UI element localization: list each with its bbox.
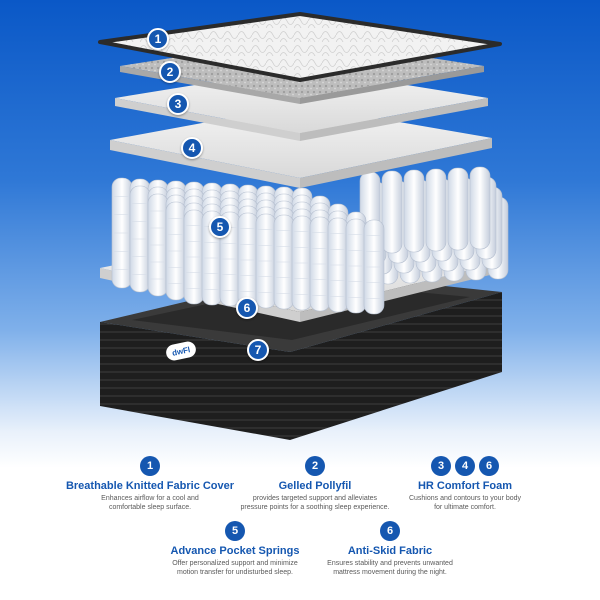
feature-title: HR Comfort Foam (417, 480, 513, 492)
layer-badge-2: 2 (159, 61, 181, 83)
layer-badge-5: 5 (209, 216, 231, 238)
feature-description-line: Enhances airflow for a cool and (101, 495, 199, 502)
spring-coil (403, 169, 425, 253)
pocket-springs-layer (111, 166, 509, 315)
feature-number: 3 (431, 456, 451, 476)
feature-number: 4 (455, 456, 475, 476)
feature-title: Gelled Pollyfil (278, 480, 352, 492)
feature-number: 2 (305, 456, 325, 476)
feature-number: 6 (479, 456, 499, 476)
feature-title: Advance Pocket Springs (170, 545, 300, 557)
feature-anti-skid-fabric: 6 Anti-Skid Fabric Ensures stability and… (300, 521, 480, 577)
feature-number: 5 (225, 521, 245, 541)
feature-description-line: motion transfer for undisturbed sleep. (177, 569, 293, 576)
feature-description-line: Cushions and contours to your body (408, 495, 522, 502)
spring-coil (425, 168, 447, 252)
feature-title: Anti-Skid Fabric (347, 545, 433, 557)
feature-description-line: mattress movement during the night. (333, 569, 447, 576)
mattress-layers-illustration (98, 12, 509, 440)
feature-title: Breathable Knitted Fabric Cover (65, 480, 235, 492)
feature-description-line: for ultimate comfort. (434, 504, 496, 511)
layer-badge-4: 4 (181, 137, 203, 159)
feature-pocket-springs: 5 Advance Pocket Springs Offer personali… (145, 521, 325, 577)
feature-hr-comfort-foam: 3 4 6 HR Comfort Foam Cushions and conto… (390, 456, 540, 512)
foam-layer-4 (110, 105, 492, 188)
feature-description-line: pressure points for a soothing sleep exp… (240, 504, 390, 511)
layer-badge-3: 3 (167, 93, 189, 115)
feature-number: 6 (380, 521, 400, 541)
feature-description-line: comfortable sleep surface. (108, 504, 192, 511)
feature-description-line: Ensures stability and prevents unwanted (327, 560, 453, 567)
spring-coil (381, 170, 403, 254)
layer-badge-7: 7 (247, 339, 269, 361)
spring-coil (469, 166, 491, 250)
feature-description-line: provides targeted support and alleviates (252, 495, 378, 502)
spring-coil (447, 167, 469, 251)
feature-number: 1 (140, 456, 160, 476)
knitted-fabric-cover-layer (98, 12, 502, 82)
layer-badge-6: 6 (236, 297, 258, 319)
feature-gelled-pollyfil: 2 Gelled Pollyfil provides targeted supp… (225, 456, 405, 512)
feature-description-line: Offer personalized support and minimize (172, 560, 298, 567)
layer-badge-1: 1 (147, 28, 169, 50)
feature-fabric-cover: 1 Breathable Knitted Fabric Cover Enhanc… (60, 456, 240, 512)
